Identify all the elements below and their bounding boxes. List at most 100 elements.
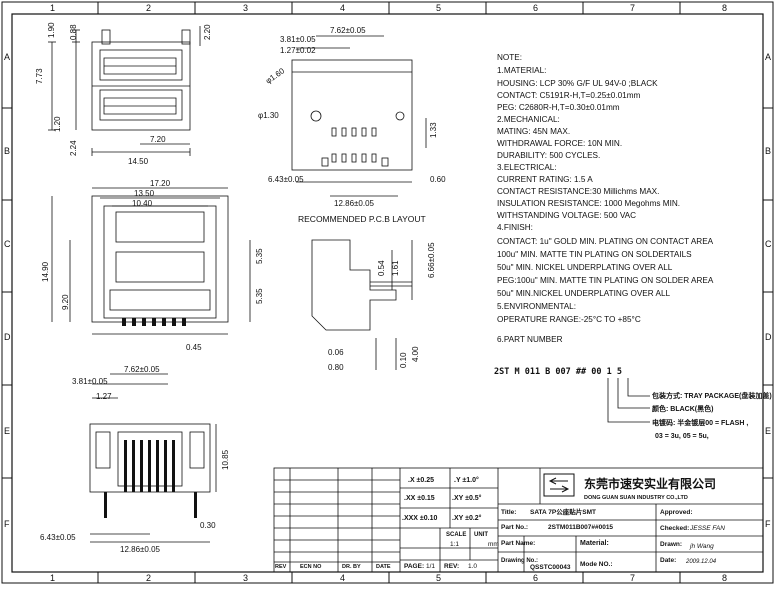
title-value: SATA 7P公座贴片SMT (530, 507, 596, 516)
col-label: 6 (533, 3, 538, 13)
part-number-color: 颜色: BLACK(黑色) (652, 404, 713, 413)
title-block (273, 467, 764, 573)
note-line: DURABILITY: 500 CYCLES. (497, 151, 600, 160)
dim-label: 6.43±0.05 (40, 533, 76, 542)
date-value: 2009.12.04 (685, 559, 717, 565)
dim-label: 10.40 (132, 199, 153, 208)
dim-label: 6.66±0.05 (427, 242, 436, 278)
dim-label: 1.27±0.02 (280, 46, 316, 55)
tolerance-xxx: .XXX ±0.10 (402, 515, 437, 522)
row-label: E (765, 426, 771, 436)
drawn-value: jh Wang (689, 543, 714, 550)
tolerance-xx: .XX ±0.15 (404, 495, 435, 502)
tolerance-x: .X ±0.25 (408, 477, 434, 484)
part-number-plating: 电镀码: 半金镀层00 = FLASH , (652, 418, 748, 427)
row-label: F (765, 519, 771, 529)
material-label: Material: (580, 540, 609, 547)
note-line: 3.ELECTRICAL: (497, 163, 557, 172)
note-line: CONTACT: 1u" GOLD MIN. PLATING ON CONTAC… (497, 237, 714, 246)
bottom-pins (104, 440, 197, 518)
note-line: NOTE: (497, 53, 522, 62)
column-labels: 1 2 3 4 5 6 7 8 1 2 3 4 5 6 7 8 (50, 3, 727, 583)
company-name-en: DONG GUAN SUAN INDUSTRY CO.,LTD (584, 495, 688, 501)
dim-label: 14.90 (41, 261, 50, 282)
note-line: MATING: 45N MAX. (497, 127, 570, 136)
side-view-dims: 1.90 0.88 7.73 2.20 1.20 2.24 7.20 14.50 (35, 22, 212, 166)
note-line: 6.PART NUMBER (497, 335, 563, 344)
page-value: 1/1 (426, 563, 435, 570)
note-line: PEG:100u" MIN. MATTE TIN PLATING ON SOLD… (497, 276, 714, 285)
part-number-tray: 包装方式: TRAY PACKAGE(盘装加盖) (652, 391, 772, 400)
page-label: PAGE: (404, 563, 424, 570)
dim-label: 1.27 (96, 392, 112, 401)
company-logo (543, 473, 575, 497)
title-block-text: .X ±0.25 .Y ±1.0° .XX ±0.15 .XY ±0.5° .X… (275, 476, 725, 571)
dim-label: φ1.60 (264, 66, 287, 86)
dim-label: 7.62±0.05 (330, 26, 366, 35)
company-name: 东莞市速安实业有限公司 (584, 476, 716, 491)
col-label: 7 (630, 573, 635, 583)
front-pins (122, 318, 186, 326)
pcb-layout-title: RECOMMENDED P.C.B LAYOUT (298, 214, 426, 224)
notes-block: NOTE: 1.MATERIAL: HOUSING: LCP 30% G/F U… (497, 53, 714, 344)
row-label: B (765, 146, 771, 156)
note-line: 50u" MIN. NICKEL UNDERPLATING OVER ALL (497, 263, 673, 272)
dim-label: 0.10 (399, 352, 408, 368)
row-label: D (765, 332, 772, 342)
dim-label: 0.45 (186, 343, 202, 352)
note-line: INSULATION RESISTANCE: 1000 Megohms MIN. (497, 199, 680, 208)
dim-label: 0.88 (69, 24, 78, 40)
dim-label: 7.62±0.05 (124, 365, 160, 374)
col-label: 4 (340, 3, 345, 13)
side-view (48, 26, 201, 156)
note-line: HOUSING: LCP 30% G/F UL 94V-0 ;BLACK (497, 79, 658, 88)
col-label: 8 (722, 3, 727, 13)
scale-label: SCALE (446, 532, 466, 538)
dim-label: 3.81±0.05 (280, 35, 316, 44)
front-view-dims: 17.20 13.50 10.40 14.90 9.20 5.35 5.35 0… (41, 179, 264, 352)
approved-label: Approved: (660, 509, 693, 516)
dim-label: 17.20 (150, 179, 171, 188)
drawing-label: Drawing No.: (501, 558, 538, 564)
bottom-view-dims: 7.62±0.05 3.81±0.05 1.27 10.85 0.30 6.43… (40, 365, 230, 554)
note-line: CONTACT: C5191R-H,T=0.25±0.01mm (497, 91, 641, 100)
note-line: 5.ENVIRONMENTAL: (497, 302, 576, 311)
dim-label: 12.86±0.05 (334, 199, 375, 208)
checked-value: JESSE FAN (689, 525, 725, 532)
date-label: Date: (660, 557, 676, 564)
dim-label: 0.80 (328, 363, 344, 372)
part-number-plating2: 03 = 3u, 05 = 5u, (655, 433, 709, 440)
rev-label: REV: (444, 563, 459, 570)
tolerance-angle2: .XY ±0.5° (452, 494, 482, 502)
row-label: A (765, 52, 771, 62)
dim-label: 1.90 (47, 22, 56, 38)
dim-label: 4.00 (411, 346, 420, 362)
col-label: 1 (50, 3, 55, 13)
dim-label: 13.50 (134, 189, 155, 198)
dim-label: 12.86±0.05 (120, 545, 161, 554)
dim-label: 9.20 (61, 294, 70, 310)
row-labels: A B C D E F A B C D E F (4, 52, 772, 529)
note-line: CURRENT RATING: 1.5 A (497, 175, 593, 184)
partno-value: 2STM011B007##0015 (548, 524, 613, 531)
note-line: 50u" MIN.NICKEL UNDERPLATING OVER ALL (497, 289, 671, 298)
dim-label: 6.43±0.05 (268, 175, 304, 184)
rev-col-header: DATE (376, 564, 391, 570)
dim-label: 14.50 (128, 157, 149, 166)
col-label: 4 (340, 573, 345, 583)
col-label: 2 (146, 573, 151, 583)
dim-label: 7.73 (35, 68, 44, 84)
dim-label: 3.81±0.05 (72, 377, 108, 386)
rev-col-header: DR. BY (342, 564, 361, 570)
profile-dims: 0.54 1.61 6.66±0.05 0.06 0.80 0.10 4.00 (328, 242, 436, 372)
col-label: 1 (50, 573, 55, 583)
note-line: WITHSTANDING VOLTAGE: 500 VAC (497, 211, 636, 220)
col-label: 3 (243, 573, 248, 583)
unit-value: mm (488, 541, 499, 548)
dim-label: 5.35 (255, 248, 264, 264)
row-label: E (4, 426, 10, 436)
col-label: 2 (146, 3, 151, 13)
unit-label: UNIT (474, 532, 488, 538)
